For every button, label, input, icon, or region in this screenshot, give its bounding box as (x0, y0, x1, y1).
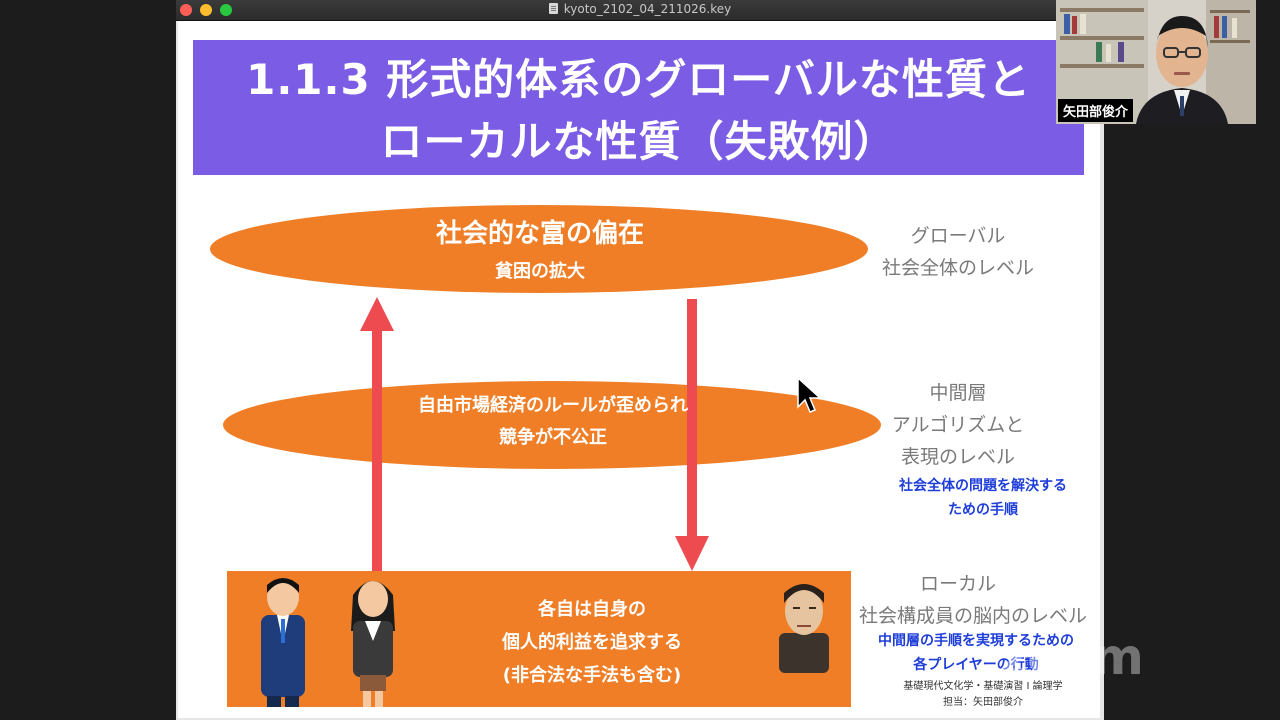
local-box-line1: 各自は自身の (538, 599, 646, 620)
zoom-watermark-logo: zoom (1000, 628, 1144, 686)
side-middle-note1: 社会全体の問題を解決する (899, 478, 1067, 494)
local-box-line3: (非合法な手法も含む) (502, 665, 682, 686)
local-box: 各自は自身の 個人的利益を追求する (非合法な手法も含む) (227, 571, 851, 707)
side-middle-note2: ための手順 (948, 502, 1018, 518)
window-titlebar[interactable]: kyoto_2102_04_211026.key (176, 0, 1104, 21)
global-ellipse-sub-text: 貧困の拡大 (495, 261, 585, 282)
side-middle-desc2: 表現のレベル (900, 446, 1015, 468)
side-global-label: グローバル (910, 225, 1006, 247)
side-middle-label: 中間層 (929, 382, 987, 404)
diagram-shapes (210, 205, 881, 571)
maximize-window-button[interactable] (220, 4, 232, 16)
middle-ellipse-line1: 自由市場経済のルールが歪められ (418, 395, 688, 416)
footer-instructor: 担当：矢田部俊介 (943, 697, 1023, 708)
webcam-thumbnail[interactable]: 矢田部俊介 (1056, 0, 1256, 124)
side-local-note1: 中間層の手順を実現するための (878, 633, 1074, 649)
player-illustrations (261, 578, 829, 707)
global-ellipse (210, 205, 868, 293)
side-local-note2: 各プレイヤーの行動 (913, 657, 1039, 673)
slide-canvas: 1.1.3 形式的体系のグローバルな性質と ローカルな性質（失敗例） 社会的な富… (178, 21, 1100, 718)
side-local-desc: 社会構成員の脳内のレベル (858, 605, 1087, 627)
slide-title-band: 1.1.3 形式的体系のグローバルな性質と ローカルな性質（失敗例） (193, 40, 1084, 175)
middle-ellipse-line2: 競争が不公正 (499, 427, 607, 448)
close-window-button[interactable] (180, 4, 192, 16)
window-title: kyoto_2102_04_211026.key (176, 2, 1104, 16)
slide-title-line2: ローカルな性質（失敗例） (380, 117, 897, 166)
local-box-line2: 個人的利益を追求する (502, 632, 682, 653)
down-arrow (675, 299, 709, 571)
footer-course: 基礎現代文化学・基礎演習 I 論理学 (903, 681, 1063, 692)
side-global-desc: 社会全体のレベル (881, 257, 1034, 279)
middle-ellipse (223, 381, 881, 469)
keynote-window: kyoto_2102_04_211026.key 1.1.3 形式的体系のグロー… (176, 0, 1104, 720)
scowling-man-figure (779, 584, 829, 673)
window-title-text: kyoto_2102_04_211026.key (563, 2, 732, 16)
keynote-document-icon (548, 3, 558, 14)
slide-title-line1: 1.1.3 形式的体系のグローバルな性質と (246, 55, 1031, 104)
businessman-figure (261, 578, 305, 707)
left-background (0, 0, 176, 720)
up-arrow (360, 297, 394, 571)
side-middle-desc1: アルゴリズムと (891, 414, 1025, 436)
minimize-window-button[interactable] (200, 4, 212, 16)
mouse-pointer-icon (797, 377, 822, 413)
side-local-label: ローカル (919, 573, 996, 595)
participant-name-label: 矢田部俊介 (1058, 99, 1134, 122)
woman-figure (351, 581, 395, 707)
global-ellipse-main-text: 社会的な富の偏在 (435, 219, 644, 249)
